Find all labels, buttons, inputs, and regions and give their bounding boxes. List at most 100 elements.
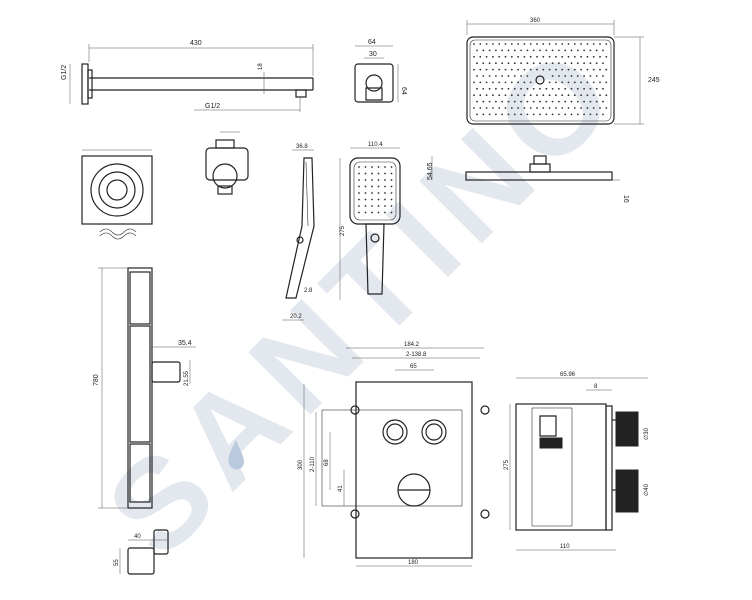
- nozzle-dot: [548, 55, 551, 58]
- nozzle-dot: [592, 81, 595, 84]
- nozzle-dot: [384, 166, 386, 168]
- nozzle-dot: [517, 55, 519, 58]
- bracket-width-label: 40: [134, 534, 141, 540]
- shower-arm-drawing: 430 G1/2 G1/2 18: [61, 40, 314, 112]
- nozzle-dot: [555, 94, 557, 97]
- arm-length-label: 430: [190, 40, 202, 47]
- nozzle-dot: [523, 55, 526, 58]
- nozzle-dot: [510, 55, 513, 58]
- nozzle-dot: [501, 113, 504, 116]
- nozzle-dot: [573, 107, 576, 109]
- nozzle-dot: [583, 87, 585, 90]
- thermostat-front-drawing: 184.2 2-138.8 65 300 2-110 68 41 180: [298, 342, 490, 567]
- nozzle-dot: [586, 55, 589, 58]
- nozzle-dot: [564, 75, 567, 77]
- nozzle-dot: [605, 43, 608, 45]
- nozzle-dot: [513, 87, 516, 90]
- nozzle-dot: [529, 43, 532, 45]
- hand-shower-side-drawing: 36.8 2.8 20.2: [282, 144, 315, 321]
- nozzle-dot: [558, 62, 560, 65]
- nozzle-dot: [358, 192, 360, 194]
- nozzle-dot: [573, 81, 576, 84]
- wall-outlet-top-drawing: [81, 149, 153, 240]
- nozzle-dot: [567, 68, 570, 71]
- nozzle-dot: [473, 68, 475, 71]
- nozzle-dot: [583, 113, 585, 116]
- hand-side-bottom-label: 2.8: [304, 288, 313, 294]
- nozzle-dot: [498, 55, 501, 58]
- nozzle-dot: [551, 113, 554, 116]
- nozzle-dot: [602, 62, 604, 65]
- nozzle-dot: [488, 62, 491, 65]
- nozzle-dot: [384, 205, 386, 207]
- nozzle-dot: [580, 81, 582, 84]
- side-height-label: 275: [504, 459, 510, 470]
- nozzle-dot: [602, 113, 604, 116]
- nozzle-dot: [364, 211, 367, 214]
- hand-side-base-label: 20.2: [290, 314, 302, 320]
- watermark: SANTINO: [80, 15, 648, 583]
- nozzle-dot: [589, 113, 592, 116]
- side-base-label: 110: [560, 544, 570, 550]
- nozzle-dot: [576, 49, 579, 52]
- nozzle-dot: [507, 113, 510, 116]
- nozzle-dot: [358, 179, 360, 181]
- nozzle-dot: [485, 107, 488, 109]
- arm-height-label: 18: [258, 63, 264, 70]
- nozzle-dot: [371, 172, 373, 175]
- nozzle-dot: [589, 49, 592, 52]
- nozzle-dot: [358, 166, 360, 168]
- bracket-drawing: 40 55: [114, 529, 169, 575]
- nozzle-dot: [558, 49, 560, 52]
- nozzle-dot: [576, 100, 579, 103]
- nozzle-dot: [589, 62, 592, 65]
- nozzle-dot: [570, 100, 573, 103]
- nozzle-dot: [364, 192, 367, 194]
- nozzle-dot: [473, 94, 475, 97]
- nozzle-dot: [371, 198, 373, 201]
- nozzle-dot: [384, 185, 386, 188]
- nozzle-dot: [526, 49, 529, 52]
- nozzle-dot: [371, 205, 373, 207]
- nozzle-dot: [476, 113, 478, 116]
- nozzle-dot: [605, 55, 608, 58]
- nozzle-dot: [492, 107, 494, 109]
- nozzle-dot: [364, 205, 367, 207]
- thermo-height-label: 300: [298, 459, 304, 470]
- nozzle-dot: [564, 87, 567, 90]
- nozzle-dot: [555, 107, 557, 109]
- nozzle-dot: [390, 205, 393, 207]
- rail-length-label: 780: [93, 374, 100, 386]
- nozzle-dot: [567, 55, 570, 58]
- nozzle-dot: [567, 81, 570, 84]
- nozzle-dot: [583, 49, 585, 52]
- thermo-inner-width-label: 2-138.8: [406, 352, 427, 358]
- nozzle-dot: [548, 94, 551, 97]
- nozzle-dot: [573, 55, 576, 58]
- nozzle-dot: [580, 43, 582, 45]
- nozzle-dot: [539, 62, 541, 65]
- nozzle-dot: [555, 43, 557, 45]
- rail-holder-label: 21.55: [184, 370, 190, 386]
- nozzle-dot: [501, 62, 504, 65]
- nozzle-dot: [545, 87, 548, 90]
- thermo-button-spacing-label: 65: [410, 364, 417, 370]
- nozzle-dot: [548, 43, 551, 45]
- nozzle-dot: [479, 107, 482, 109]
- nozzle-dot: [520, 100, 522, 103]
- nozzle-dot: [488, 87, 491, 90]
- nozzle-dot: [520, 62, 522, 65]
- nozzle-dot: [548, 107, 551, 109]
- nozzle-dot: [371, 166, 373, 168]
- nozzle-dot: [358, 198, 360, 201]
- nozzle-dot: [384, 198, 386, 201]
- nozzle-dot: [364, 166, 367, 168]
- nozzle-dot: [529, 68, 532, 71]
- nozzle-dot: [529, 94, 532, 97]
- side-depth-label: 65.96: [560, 372, 576, 378]
- nozzle-dot: [492, 55, 494, 58]
- shower-connector-drawing: [205, 131, 249, 195]
- nozzle-dot: [520, 113, 522, 116]
- nozzle-dot: [510, 94, 513, 97]
- nozzle-dot: [586, 94, 589, 97]
